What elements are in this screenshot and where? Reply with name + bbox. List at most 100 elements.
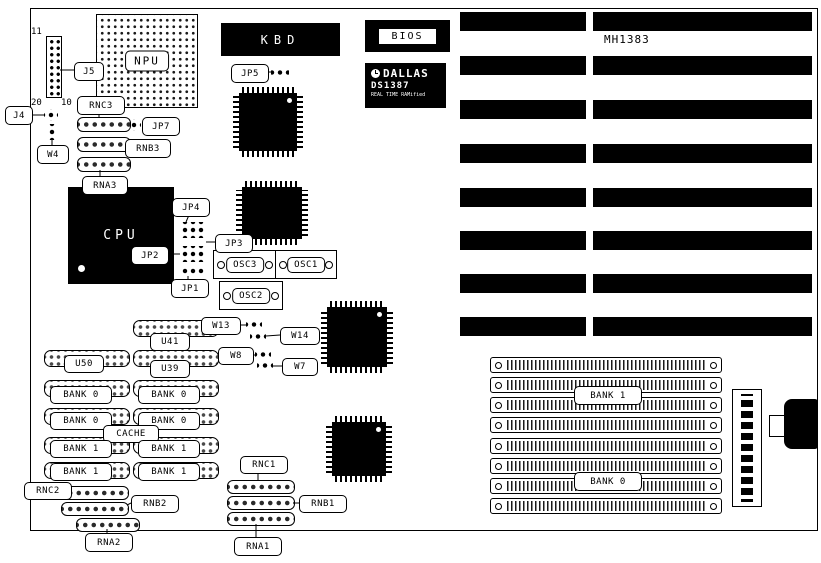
simm-socket — [490, 498, 722, 514]
pin-fringe — [321, 310, 327, 364]
pin-fringe — [302, 190, 308, 236]
w13-pins — [246, 320, 262, 329]
jp5-pins — [271, 67, 289, 78]
bios-chip: BIOS — [365, 20, 450, 52]
dallas-tagline: REAL TIME RAMified — [371, 92, 426, 98]
bank0-label: BANK 0 — [138, 386, 200, 404]
j4-pins — [44, 109, 58, 121]
pin-fringe — [386, 425, 392, 473]
pin-fringe — [245, 239, 299, 245]
jp3-label: JP3 — [215, 234, 253, 253]
dallas-part: DS1387 — [371, 81, 410, 91]
pin1-dot — [377, 312, 382, 317]
bank1-label: BANK 1 — [50, 440, 112, 458]
rna2-label: RNA2 — [85, 533, 133, 552]
osc-pad — [217, 260, 225, 269]
dip-socket — [133, 320, 219, 337]
oscillator-osc3: OSC3 — [213, 250, 277, 279]
power-connector — [732, 389, 762, 507]
pin-fringe — [326, 425, 332, 473]
rnb3-label: RNB3 — [125, 139, 171, 158]
isa-slot — [460, 144, 812, 163]
w7-pins — [257, 361, 273, 370]
resistor-network-a2 — [76, 518, 140, 532]
pin-fringe — [387, 310, 393, 364]
pin-fringe — [242, 87, 294, 93]
cpu-pin1-dot — [78, 265, 85, 272]
w8-label: W8 — [218, 347, 254, 365]
pin1-dot — [376, 427, 381, 432]
oscillator-osc2: OSC2 — [219, 281, 283, 310]
cache-label: CACHE — [103, 425, 159, 443]
w4-pins — [47, 124, 57, 140]
cpu-label: CPU — [103, 228, 139, 243]
pin20-text: 20 — [31, 98, 42, 108]
rnc3-label: RNC3 — [77, 96, 125, 115]
u50-label: U50 — [64, 355, 104, 373]
bank0-label: BANK 0 — [50, 386, 112, 404]
pin-fringe — [330, 301, 384, 307]
w14-pins — [250, 332, 266, 341]
oscillator-osc1: OSC1 — [275, 250, 337, 279]
pin-fringe — [242, 151, 294, 157]
w13-label: W13 — [201, 317, 241, 335]
u41-label: U41 — [150, 333, 190, 351]
w7-label: W7 — [282, 358, 318, 376]
qfp-chip — [326, 416, 392, 482]
j5-pin-header — [46, 36, 62, 98]
qfp-body — [327, 307, 387, 367]
resistor-network-a1 — [227, 512, 295, 526]
board-model-text: MH1383 — [604, 33, 650, 46]
npu-chip: NPU — [96, 14, 198, 108]
pin10-text: 10 — [61, 98, 72, 108]
jp7-label: JP7 — [142, 117, 180, 136]
jp2-label: JP2 — [131, 246, 169, 265]
pin11-text: 11 — [31, 27, 42, 37]
rna1-label: RNA1 — [234, 537, 282, 556]
dallas-rtc-chip: DALLAS DS1387 REAL TIME RAMified — [365, 63, 446, 108]
isa-slot — [460, 274, 812, 293]
jp5-label: JP5 — [231, 64, 269, 83]
u39-label: U39 — [150, 360, 190, 378]
clock-logo-icon — [371, 69, 380, 78]
qfp-chip — [236, 181, 308, 245]
isa-slot — [460, 12, 812, 31]
pin-fringe — [330, 367, 384, 373]
simm-socket — [490, 438, 722, 454]
resistor-network-b3 — [77, 137, 131, 152]
simm-socket — [490, 357, 722, 373]
resistor-network-c2 — [61, 486, 129, 500]
dallas-brand: DALLAS — [383, 67, 429, 80]
pin-fringe — [335, 476, 383, 482]
jumper-block — [181, 266, 205, 276]
pin-fringe — [297, 96, 303, 148]
resistor-network-a3 — [77, 157, 131, 172]
j5-label: J5 — [74, 62, 104, 81]
pin-fringe — [335, 416, 383, 422]
simm-socket — [490, 417, 722, 433]
bank0-simm-label: BANK 0 — [574, 472, 642, 491]
osc-pad — [279, 260, 287, 269]
osc-pad — [325, 260, 333, 269]
osc-pad — [265, 260, 273, 269]
osc1-label: OSC1 — [287, 256, 325, 273]
osc3-label: OSC3 — [226, 256, 264, 273]
jumper-block — [180, 246, 206, 262]
isa-slot — [460, 56, 812, 75]
rnb2-label: RNB2 — [131, 495, 179, 513]
pin-fringe — [245, 181, 299, 187]
kbd-chip: KBD — [221, 23, 340, 56]
qfp-chip — [233, 87, 303, 157]
board-outline — [30, 8, 818, 531]
jumper-block — [180, 222, 206, 238]
osc-pad — [271, 291, 279, 300]
npu-label: NPU — [125, 50, 169, 72]
qfp-chip — [321, 301, 393, 373]
j4-label: J4 — [5, 106, 33, 125]
rnb1-label: RNB1 — [299, 495, 347, 513]
cpu-chip: CPU — [68, 187, 174, 284]
osc-pad — [223, 291, 231, 300]
w4-label: W4 — [37, 145, 69, 164]
w8-pins — [255, 350, 271, 359]
